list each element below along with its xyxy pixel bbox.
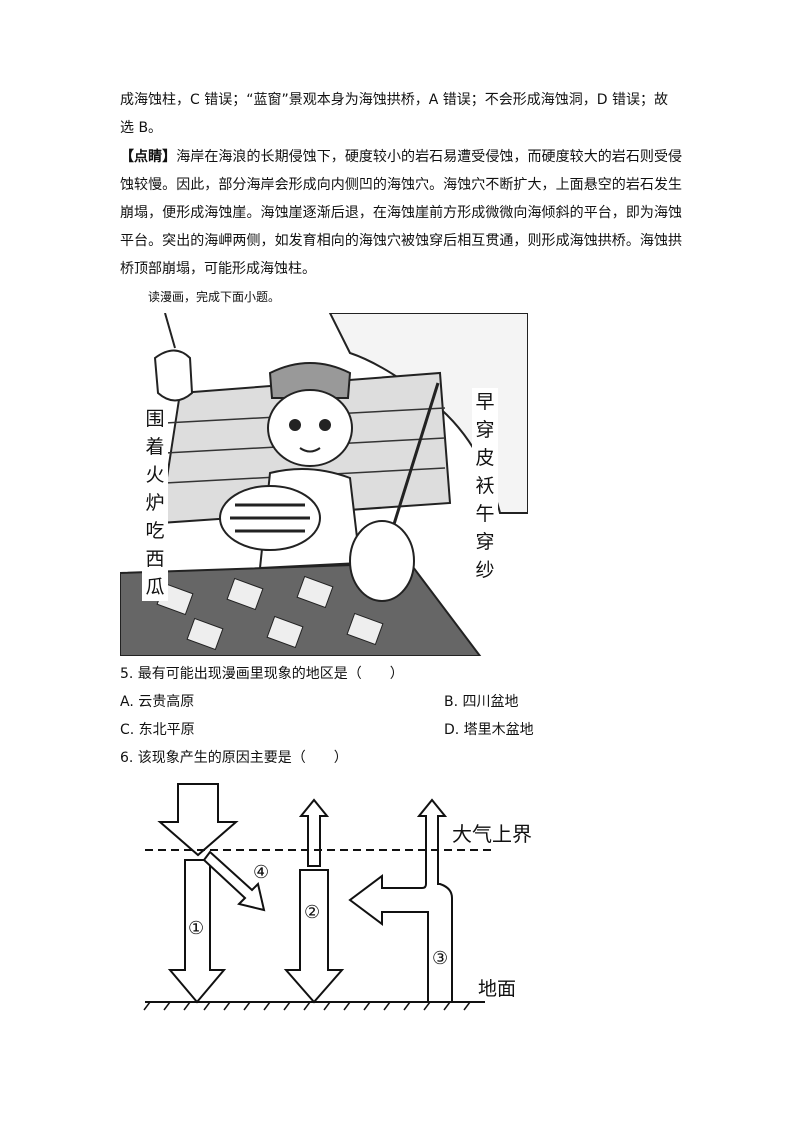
arrow-2-up [298,798,330,867]
option-b: B. 四川盆地 [444,694,519,710]
cartoon-illustration: 围 着 火 炉 吃 西 瓜 早 穿 皮 袄 午 穿 纱 [119,312,529,657]
explanation-line-2: 选 B。 [120,120,163,136]
explanation-line-1: 成海蚀柱，C 错误；“蓝窗”景观本身为海蚀拱桥，A 错误；不会形成海蚀洞，D 错… [120,92,668,108]
caption-char: 午 [475,503,495,525]
caption-char: 火 [145,464,165,486]
caption-char: 着 [145,436,165,458]
radiation-diagram: ① ② ③ ④ 大气上界 地面 [140,780,560,1015]
option-a: A. 云贵高原 [120,694,195,710]
caption-char: 西 [145,548,165,570]
arrow-3 [348,798,453,1003]
incoming-radiation-arrow [157,783,239,857]
label-1: ① [188,918,205,939]
right-caption: 早 穿 皮 袄 午 穿 纱 [472,388,498,584]
caption-char: 瓜 [145,576,165,598]
caption-char: 吃 [145,520,165,542]
arrow-2 [283,869,345,1004]
ground-label: 地面 [478,978,517,1000]
question-6-stem: 6. 该现象产生的原因主要是（ ） [120,750,348,766]
arrow-4 [202,850,266,912]
caption-char: 穿 [475,531,495,553]
tip-text: 海岸在海浪的长期侵蚀下，硬度较小的岩石易遭受侵蚀，而硬度较大的岩石则受侵蚀较慢。… [120,149,683,277]
caption-char: 早 [475,391,495,413]
caption-char: 袄 [475,475,495,497]
arrow-1 [167,859,227,1004]
tip-label: 【点睛】 [120,149,177,165]
cartoon-drawing [119,312,529,657]
caption-char: 炉 [145,492,165,514]
caption-char: 穿 [475,419,495,441]
option-c: C. 东北平原 [120,722,195,738]
left-caption: 围 着 火 炉 吃 西 瓜 [142,405,168,601]
label-3: ③ [432,948,449,969]
atmosphere-top-label: 大气上界 [452,822,532,846]
label-4: ④ [253,862,270,883]
label-2: ② [304,902,321,923]
caption-char: 纱 [475,559,495,581]
caption-char: 围 [145,408,165,430]
question-5-stem: 5. 最有可能出现漫画里现象的地区是（ ） [120,666,404,682]
diagram-drawing [143,783,495,1011]
caption-char: 皮 [475,447,495,469]
instruction: 读漫画，完成下面小题。 [148,290,281,304]
option-d: D. 塔里木盆地 [444,722,534,738]
tip-paragraph-text: 【点睛】海岸在海浪的长期侵蚀下，硬度较小的岩石易遭受侵蚀，而硬度较大的岩石则受侵… [120,143,682,283]
